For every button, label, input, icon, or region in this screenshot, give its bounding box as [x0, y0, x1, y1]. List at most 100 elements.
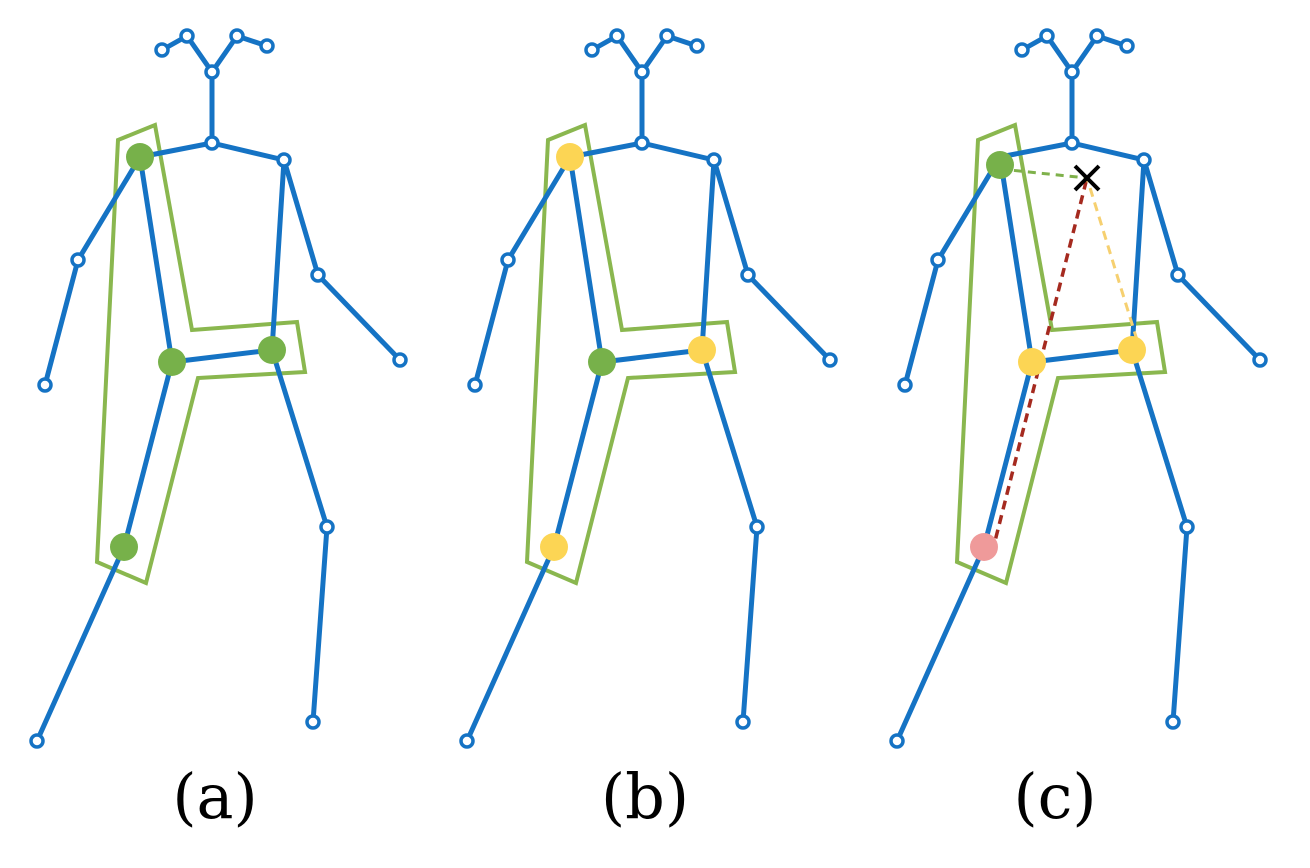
bone-re-rw [1175, 272, 1263, 363]
bone-rk-ra [1170, 524, 1190, 725]
bone-lh-rh [1029, 347, 1135, 365]
bone-rs-re [711, 157, 751, 278]
joint-la [889, 733, 905, 749]
highlighted-joint-lk [970, 533, 998, 561]
joint-le [500, 252, 516, 268]
joint-ra [305, 714, 321, 730]
joint-rw [1252, 352, 1268, 368]
bone-ls-lh [137, 154, 175, 365]
highlighted-joint-lh [1018, 348, 1046, 376]
bone-lh-lk [551, 359, 605, 550]
joint-re [740, 267, 756, 283]
joint-la [29, 733, 45, 749]
bone-neck-rs [639, 140, 717, 163]
highlighted-joint-ls [126, 143, 154, 171]
bone-neck-rs [1069, 140, 1147, 163]
bone-le-lw [902, 257, 941, 388]
bone-lh-lk [981, 359, 1035, 550]
caption-c: (c) [1013, 760, 1097, 833]
highlighted-joint-rh [688, 336, 716, 364]
bone-lh-lk [121, 359, 175, 550]
bone-rk-ra [310, 524, 330, 725]
skeleton-panel-c [889, 28, 1268, 749]
joint-rs [276, 152, 292, 168]
bone-lk-la [894, 544, 987, 744]
distance-line-yellow [1085, 177, 1139, 341]
bone-lk-la [34, 544, 127, 744]
joint-ant4 [259, 38, 275, 54]
highlighted-joint-lh [588, 348, 616, 376]
bone-rs-re [281, 157, 321, 278]
bone-ls-lh [567, 154, 605, 365]
joint-neck [634, 135, 650, 151]
highlighted-joint-lk [110, 533, 138, 561]
joint-ra [735, 714, 751, 730]
joint-lw [897, 377, 913, 393]
joint-ant3 [659, 28, 675, 44]
joint-rw [392, 352, 408, 368]
joint-neck [204, 135, 220, 151]
joint-rs [1136, 152, 1152, 168]
distance-line-red [990, 177, 1089, 554]
joint-ant3 [1089, 28, 1105, 44]
joint-re [310, 267, 326, 283]
highlighted-joint-ls [986, 151, 1014, 179]
joint-ant3 [229, 28, 245, 44]
joint-ant2 [609, 28, 625, 44]
joint-neck [1064, 135, 1080, 151]
bone-le-lw [472, 257, 511, 388]
bone-re-rw [315, 272, 403, 363]
bone-neck-ls [997, 140, 1075, 160]
joint-lw [37, 377, 53, 393]
cross-marker-icon [1073, 164, 1101, 192]
joint-ant1 [154, 42, 170, 58]
bone-rs-re [1141, 157, 1181, 278]
joint-ant2 [179, 28, 195, 44]
joint-la [459, 733, 475, 749]
caption-a: (a) [172, 760, 258, 833]
bone-re-rw [745, 272, 833, 363]
bone-lh-rh [169, 347, 275, 365]
joint-le [70, 252, 86, 268]
joint-head [634, 64, 650, 80]
bone-rs-rh [269, 157, 287, 353]
joint-rk [1179, 519, 1195, 535]
joint-ra [1165, 714, 1181, 730]
caption-b: (b) [600, 760, 690, 833]
bone-lh-rh [599, 347, 705, 365]
joint-lw [467, 377, 483, 393]
bone-rh-rk [269, 347, 330, 530]
highlighted-joint-lh [158, 348, 186, 376]
highlighted-joint-lk [540, 533, 568, 561]
bone-rh-rk [699, 347, 760, 530]
bone-rs-rh [699, 157, 717, 353]
joint-re [1170, 267, 1186, 283]
joint-head [1064, 64, 1080, 80]
bone-rs-rh [1129, 157, 1147, 353]
joint-ant4 [1119, 38, 1135, 54]
bone-ls-le [505, 154, 573, 263]
bone-le-lw [42, 257, 81, 388]
joint-ant1 [1014, 42, 1030, 58]
joint-ant2 [1039, 28, 1055, 44]
bone-lk-la [464, 544, 557, 744]
joint-ant1 [584, 42, 600, 58]
cross-marker-stroke [1073, 164, 1101, 192]
highlighted-joint-rh [258, 336, 286, 364]
joint-rk [749, 519, 765, 535]
highlighted-joint-ls [556, 143, 584, 171]
joint-rk [319, 519, 335, 535]
skeleton-panel-a [29, 28, 408, 749]
joint-rw [822, 352, 838, 368]
bone-ls-le [75, 154, 143, 263]
bone-neck-rs [209, 140, 287, 163]
skeleton-panel-b [459, 28, 838, 749]
joint-rs [706, 152, 722, 168]
bone-rh-rk [1129, 347, 1190, 530]
distance-line-green [999, 167, 1088, 180]
joint-head [204, 64, 220, 80]
joint-ant4 [689, 38, 705, 54]
joint-le [930, 252, 946, 268]
bone-rk-ra [740, 524, 760, 725]
